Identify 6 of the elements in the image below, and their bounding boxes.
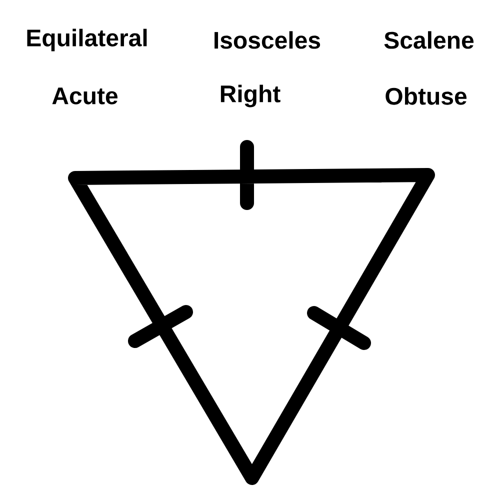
triangle-type-label: Obtuse xyxy=(386,87,467,105)
triangle-type-label: Scalene xyxy=(384,31,474,49)
triangle-type-label: Isosceles xyxy=(214,31,320,49)
triangle-type-label: Right xyxy=(220,84,280,108)
triangle-type-label: Equilateral xyxy=(27,28,147,52)
triangle-type-label: Acute xyxy=(52,88,118,104)
